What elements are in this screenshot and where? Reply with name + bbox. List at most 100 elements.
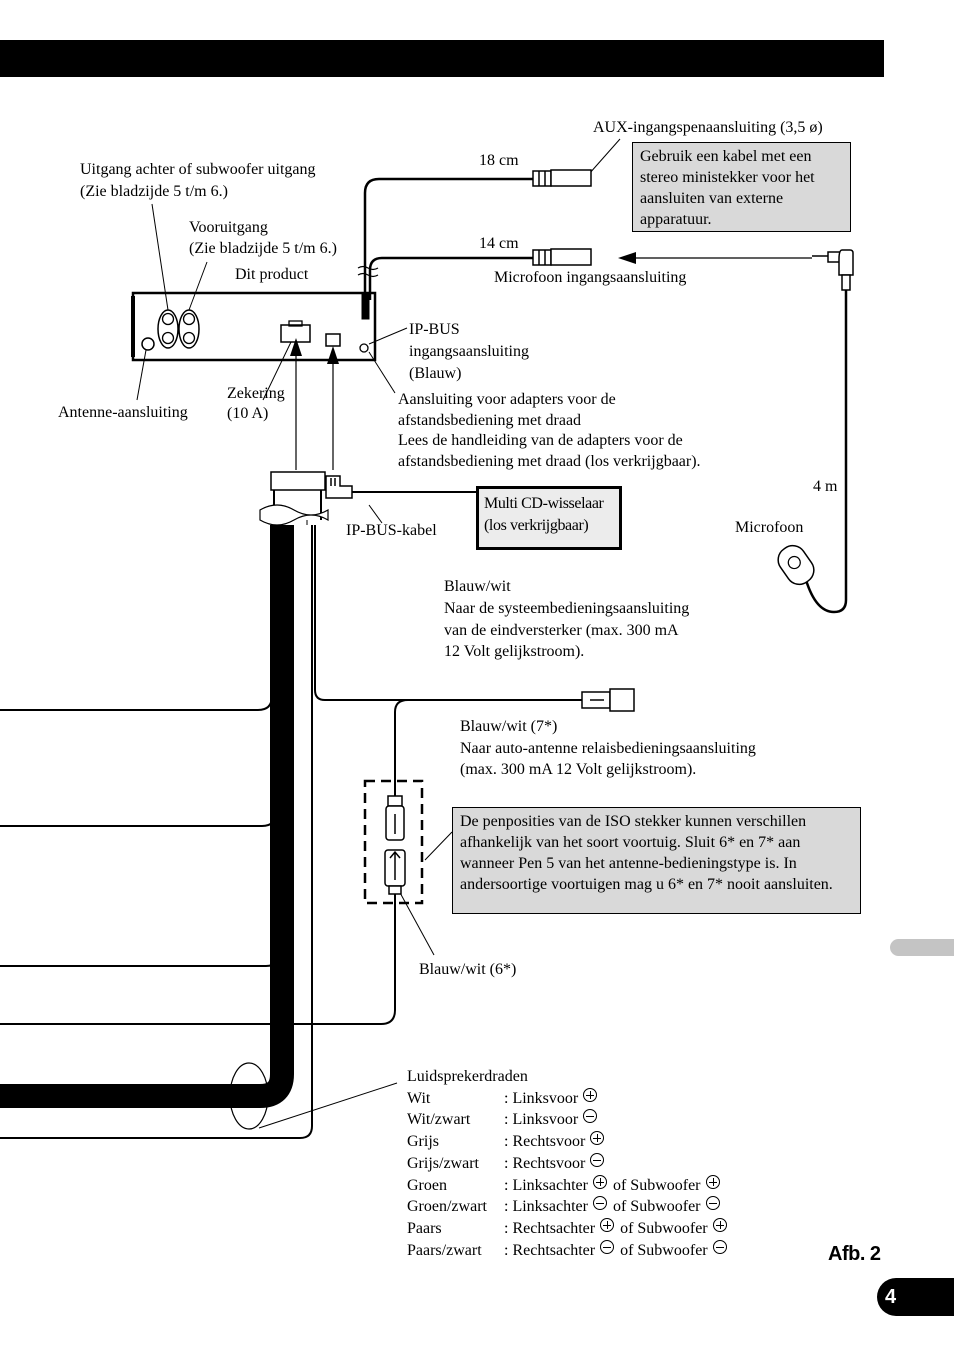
bw-connector: [581, 688, 635, 712]
aux-input-label: AUX-ingangspenaansluiting (3,5 ø): [593, 119, 823, 136]
wire-color: Paars/zwart: [407, 1241, 482, 1259]
wire-function: : Linksachter: [504, 1176, 588, 1194]
page-number: 4: [877, 1278, 954, 1316]
harness-cut: [259, 504, 329, 526]
pin-plugs: [384, 795, 406, 895]
wire-function: : Rechtsachter: [504, 1241, 596, 1259]
wire-color: Grijs/zwart: [407, 1154, 479, 1172]
wire-color: Groen: [407, 1176, 447, 1194]
ipbus-color-label: (Blauw): [409, 365, 462, 382]
plus-icon: [712, 1217, 727, 1232]
aux-cables: [363, 177, 533, 300]
bw-desc-3: 12 Volt gelijkstroom).: [444, 643, 585, 660]
connector-arrows: [290, 338, 339, 470]
plus-icon: [705, 1174, 720, 1189]
ipbus-label: IP-BUS: [409, 321, 460, 338]
wire-function: : Rechtsvoor: [504, 1133, 586, 1151]
wire-color: Paars: [407, 1219, 442, 1237]
mic-length: 4 m: [813, 478, 838, 495]
plus-icon: [583, 1087, 598, 1102]
header-bar: [0, 40, 884, 77]
wire-color: Groen/zwart: [407, 1198, 487, 1216]
remote-label-1: Aansluiting voor adapters voor de: [398, 391, 616, 408]
bw-wire-2: [394, 699, 409, 796]
mic-cable: [804, 290, 848, 614]
subwoofer-label: of Subwoofer: [612, 1198, 701, 1216]
subwoofer-label: of Subwoofer: [620, 1219, 708, 1237]
length-18cm: 18 cm: [479, 152, 519, 169]
remote-label-3: Lees de handleiding van de adapters voor…: [398, 432, 683, 449]
wire-function: : Linksvoor: [504, 1089, 579, 1107]
leader-lines: [136, 138, 621, 1129]
speaker-wires-title: Luidsprekerdraden: [407, 1068, 528, 1085]
head-unit: [131, 291, 377, 362]
minus-icon: [592, 1196, 607, 1211]
iso-connector: [270, 471, 326, 491]
ipbus-cable-label: IP-BUS-kabel: [346, 522, 437, 539]
bw-desc-1: Naar de systeembedieningsaansluiting: [444, 600, 690, 617]
speaker-wire-row: Paars : Rechtsachter of Subwoofer: [407, 1217, 728, 1240]
wire-color: Wit: [407, 1089, 431, 1107]
remote-label-2: afstandsbediening met draad: [398, 412, 582, 429]
ipbus-input-label: ingangsaansluiting: [409, 343, 529, 360]
figure-label: Afb. 2: [828, 1243, 881, 1265]
wire-function: : Linksachter: [504, 1198, 588, 1216]
plus-icon: [590, 1131, 605, 1146]
aux-note-box: Gebruik een kabel met een stereo ministe…: [632, 142, 851, 232]
speaker-wire-row: Groen/zwart : Linksachter of Subwoofer: [407, 1196, 728, 1218]
rear-output-label: Uitgang achter of subwoofer uitgang: [80, 161, 316, 178]
speaker-wire-row: Wit : Linksvoor: [407, 1087, 728, 1110]
subwoofer-label: of Subwoofer: [620, 1241, 708, 1259]
plus-icon: [592, 1174, 607, 1189]
antenna-label: Antenne-aansluiting: [58, 404, 188, 421]
cd-changer-note: (los verkrijgbaar): [484, 517, 589, 534]
bw-wire-6: [0, 894, 396, 1025]
bw-desc-2: van de eindversterker (max. 300 mA: [444, 622, 679, 639]
wire-function: : Linksvoor: [504, 1111, 579, 1129]
bw-label: Blauw/wit: [444, 578, 511, 595]
product-label: Dit product: [235, 266, 309, 283]
bw7-label: Blauw/wit (7*): [460, 718, 558, 735]
cd-changer-box: Multi CD-wisselaar (los verkrijgbaar): [476, 486, 622, 550]
speaker-wire-row: Grijs : Rechtsvoor: [407, 1131, 728, 1153]
speaker-wire-row: Groen : Linksachter of Subwoofer: [407, 1174, 728, 1197]
wire-color: Wit/zwart: [407, 1111, 471, 1129]
break-marks: [357, 265, 379, 278]
harness-wires: [0, 520, 582, 1139]
speaker-wire-row: Grijs/zwart : Rechtsvoor: [407, 1152, 728, 1175]
ipbus-plug: [325, 475, 353, 499]
mic-input-label: Microfoon ingangsaansluiting: [494, 269, 687, 286]
minus-icon: [712, 1239, 727, 1254]
minus-icon: [590, 1152, 605, 1167]
microphone-label: Microfoon: [735, 519, 804, 536]
remote-label-4: afstandsbediening met draad (los verkrij…: [398, 453, 701, 470]
side-tab: [890, 939, 954, 956]
cd-changer-name: Multi CD-wisselaar: [484, 495, 604, 512]
fuse-label: Zekering: [227, 385, 285, 402]
bw7-desc-1: Naar auto-antenne relaisbedieningsaanslu…: [460, 740, 756, 757]
front-output-ref: (Zie bladzijde 5 t/m 6.): [189, 240, 337, 257]
fuse-rating: (10 A): [227, 405, 269, 422]
rear-output-ref: (Zie bladzijde 5 t/m 6.): [80, 183, 228, 200]
bw6-label: Blauw/wit (6*): [419, 961, 517, 978]
wire-function: : Rechtsvoor: [504, 1154, 586, 1172]
mini-jack-plug: [812, 249, 854, 291]
minus-icon: [705, 1196, 720, 1211]
wire-color: Grijs: [407, 1133, 439, 1151]
front-output-label: Vooruitgang: [189, 219, 268, 236]
aux-plugs: [532, 169, 592, 266]
bw7-desc-2: (max. 300 mA 12 Volt gelijkstroom).: [460, 761, 697, 778]
iso-pin-box: [363, 779, 424, 905]
wire-function: : Rechtsachter: [504, 1219, 596, 1237]
subwoofer-label: of Subwoofer: [612, 1176, 701, 1194]
minus-icon: [600, 1239, 615, 1254]
speaker-wire-row: Paars/zwart : Rechtsachter of Subwoofer: [407, 1239, 728, 1262]
speaker-wire-marker: [229, 1062, 269, 1130]
plus-icon: [600, 1217, 615, 1232]
microphone-shape: [777, 544, 815, 586]
speaker-wire-row: Wit/zwart : Linksvoor: [407, 1109, 728, 1131]
mic-arrow: [618, 252, 812, 264]
minus-icon: [583, 1109, 598, 1124]
